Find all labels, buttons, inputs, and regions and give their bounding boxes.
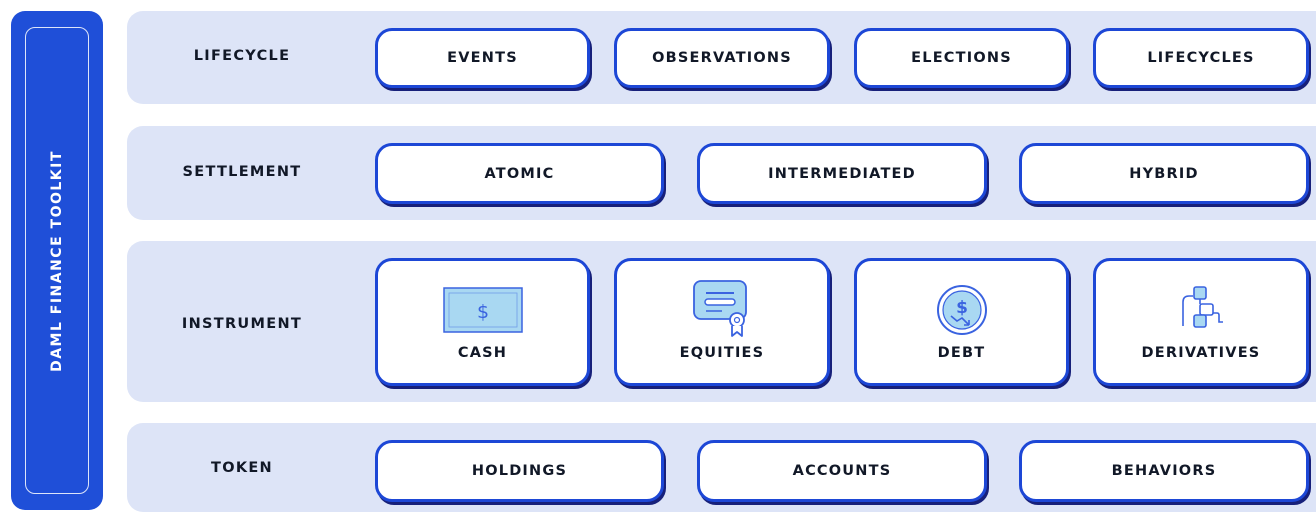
debt-box: $ DEBT	[854, 258, 1069, 386]
cash-label: CASH	[457, 345, 508, 361]
intermediated-label: INTERMEDIATED	[768, 165, 916, 182]
events-box: EVENTS	[375, 28, 590, 88]
settlement-layer: SETTLEMENT ATOMIC INTERMEDIATED HYBRID	[127, 126, 1316, 220]
sidebar-inner-frame: DAML FINANCE TOOLKIT	[25, 27, 89, 494]
elections-label: ELECTIONS	[911, 50, 1012, 66]
coin-decline-icon: $	[935, 283, 989, 341]
behaviors-label: BEHAVIORS	[1111, 463, 1217, 479]
derivatives-box: DERIVATIVES	[1093, 258, 1309, 386]
lifecycle-layer: LIFECYCLE EVENTS OBSERVATIONS ELECTIONS …	[127, 11, 1316, 104]
behaviors-box: BEHAVIORS	[1019, 440, 1309, 502]
svg-text:$: $	[956, 298, 968, 318]
settlement-layer-label: SETTLEMENT	[182, 164, 302, 180]
hybrid-box: HYBRID	[1019, 143, 1309, 204]
lifecycles-box: LIFECYCLES	[1093, 28, 1309, 88]
accounts-box: ACCOUNTS	[697, 440, 987, 502]
lifecycles-label: LIFECYCLES	[1147, 50, 1255, 66]
debt-label: DEBT	[937, 345, 986, 361]
atomic-label: ATOMIC	[484, 165, 555, 182]
lifecycle-layer-label: LIFECYCLE	[193, 48, 291, 64]
derivatives-label: DERIVATIVES	[1141, 345, 1261, 361]
observations-label: OBSERVATIONS	[652, 50, 792, 66]
instrument-layer: INSTRUMENT $ CASH EQUITIES	[127, 241, 1316, 402]
hybrid-label: HYBRID	[1129, 165, 1199, 182]
observations-box: OBSERVATIONS	[614, 28, 830, 88]
svg-text:$: $	[476, 301, 488, 323]
certificate-icon	[690, 278, 754, 342]
elections-box: ELECTIONS	[854, 28, 1069, 88]
cash-icon: $	[442, 286, 524, 338]
cash-box: $ CASH	[375, 258, 590, 386]
accounts-label: ACCOUNTS	[792, 463, 892, 479]
equities-label: EQUITIES	[679, 345, 765, 361]
daml-finance-toolkit-sidebar: DAML FINANCE TOOLKIT	[11, 11, 103, 510]
token-layer: TOKEN HOLDINGS ACCOUNTS BEHAVIORS	[127, 423, 1316, 512]
holdings-box: HOLDINGS	[375, 440, 664, 502]
equities-box: EQUITIES	[614, 258, 830, 386]
holdings-label: HOLDINGS	[471, 463, 568, 479]
instrument-layer-label: INSTRUMENT	[181, 316, 303, 332]
flowchart-icon	[1173, 282, 1229, 336]
intermediated-box: INTERMEDIATED	[697, 143, 987, 204]
atomic-box: ATOMIC	[375, 143, 664, 204]
events-label: EVENTS	[447, 50, 518, 66]
token-layer-label: TOKEN	[211, 460, 273, 476]
sidebar-label: DAML FINANCE TOOLKIT	[49, 149, 65, 372]
